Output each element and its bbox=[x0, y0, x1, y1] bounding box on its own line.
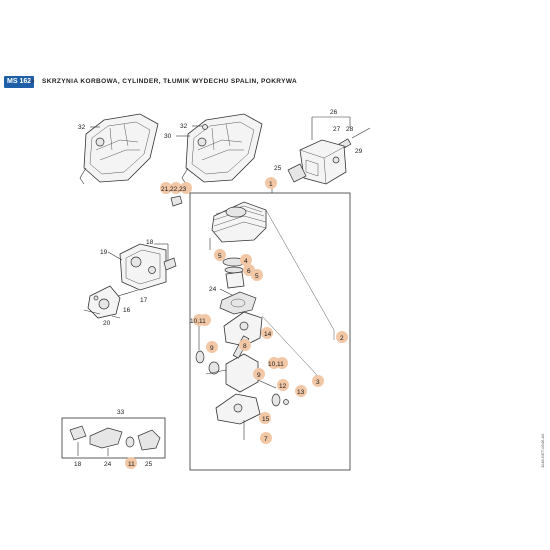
callout-2[interactable]: 2 bbox=[340, 335, 344, 342]
assembly-frame-33 bbox=[61, 417, 166, 459]
callout-27[interactable]: 27 bbox=[333, 126, 341, 133]
muffler bbox=[299, 139, 347, 185]
callout-24[interactable]: 24 bbox=[209, 286, 217, 293]
callout-18[interactable]: 18 bbox=[146, 239, 154, 246]
callout-32b[interactable]: 32 bbox=[180, 123, 188, 130]
breadcrumb: MS 162 > Skrzynia korbowa, cylinder, tłu… bbox=[0, 76, 550, 90]
callout-6[interactable]: 6 bbox=[247, 268, 251, 275]
callout-13[interactable]: 13 bbox=[297, 389, 305, 396]
page-title: Skrzynia korbowa, cylinder, tłumik wydec… bbox=[42, 78, 298, 85]
callout-33[interactable]: 33 bbox=[117, 409, 125, 416]
callout-10-11b[interactable]: 10,11 bbox=[268, 361, 284, 368]
callout-32[interactable]: 32 bbox=[78, 124, 86, 131]
callout-7[interactable]: 7 bbox=[264, 436, 268, 443]
callout-1[interactable]: 1 bbox=[269, 181, 273, 188]
callout-25b[interactable]: 25 bbox=[145, 461, 153, 468]
breadcrumb-chevron-icon: > bbox=[30, 77, 35, 86]
callout-4[interactable]: 4 bbox=[244, 258, 248, 265]
crankcase-lower-half bbox=[215, 393, 261, 425]
assembly-frame-1 bbox=[189, 192, 351, 471]
callout-5b[interactable]: 5 bbox=[255, 273, 259, 280]
callout-3[interactable]: 3 bbox=[316, 379, 320, 386]
crankcase-upper-half bbox=[223, 311, 263, 347]
callout-28[interactable]: 28 bbox=[346, 126, 354, 133]
callout-20[interactable]: 20 bbox=[103, 320, 111, 327]
shroud-cover-center bbox=[181, 113, 263, 185]
callout-14[interactable]: 14 bbox=[264, 331, 272, 338]
callout-16[interactable]: 16 bbox=[123, 307, 131, 314]
callout-15[interactable]: 15 bbox=[262, 416, 270, 423]
callout-5[interactable]: 5 bbox=[218, 253, 222, 260]
callout-25[interactable]: 25 bbox=[274, 165, 282, 172]
model-badge[interactable]: MS 162 bbox=[4, 76, 35, 88]
drawing-code: 1148-GET-0946-A0 bbox=[540, 433, 545, 468]
oil-pump-plate bbox=[87, 285, 121, 319]
callout-21-22-23[interactable]: 21,22,23 bbox=[161, 186, 187, 193]
flywheel-side-bracket bbox=[119, 243, 167, 291]
callout-18b[interactable]: 18 bbox=[74, 461, 82, 468]
callout-9[interactable]: 9 bbox=[210, 345, 214, 352]
callout-11[interactable]: 11 bbox=[128, 461, 135, 468]
callout-24b[interactable]: 24 bbox=[104, 461, 112, 468]
callout-30[interactable]: 30 bbox=[164, 133, 172, 140]
callout-19[interactable]: 19 bbox=[100, 249, 108, 256]
callout-26[interactable]: 26 bbox=[330, 109, 338, 116]
callout-12[interactable]: 12 bbox=[279, 383, 287, 390]
callout-10-11[interactable]: 10,11 bbox=[190, 318, 206, 325]
callout-17[interactable]: 17 bbox=[140, 297, 148, 304]
callout-29[interactable]: 29 bbox=[355, 148, 363, 155]
callout-8[interactable]: 8 bbox=[243, 343, 247, 350]
cylinder bbox=[211, 201, 267, 243]
shroud-cover-left bbox=[79, 113, 159, 185]
callout-9b[interactable]: 9 bbox=[257, 372, 261, 379]
